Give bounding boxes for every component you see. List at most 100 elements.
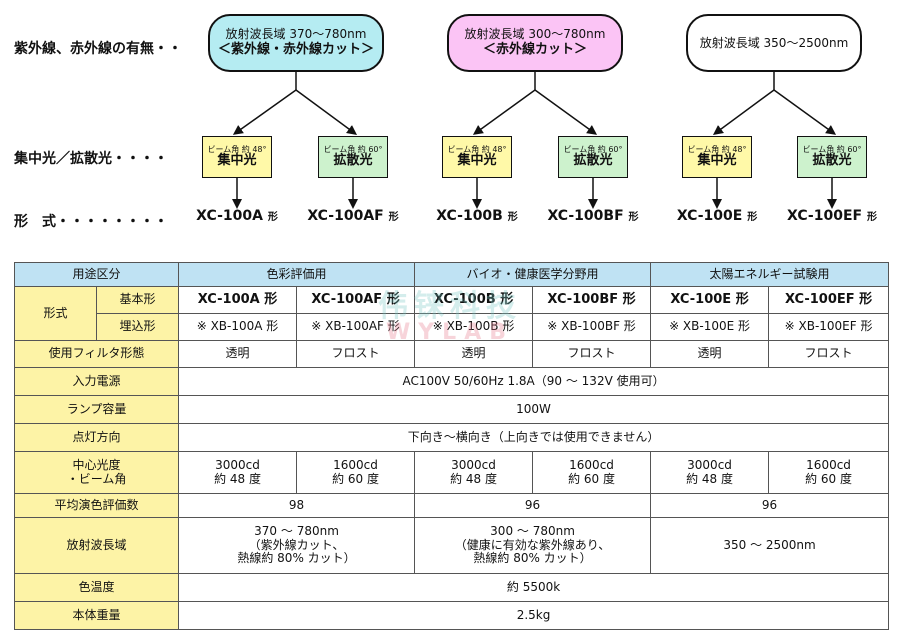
row-embed: 埋込形 ※ XB-100A 形 ※ XB-100AF 形 ※ XB-100B 形…	[15, 313, 890, 341]
power-value: AC100V 50/60Hz 1.8A（90 ～ 132V 使用可）	[178, 367, 890, 396]
row-basic: 形式 基本形 XC-100A 形 XC-100AF 形 XC-100B 形 XC…	[14, 286, 890, 341]
format-label: 形式	[14, 286, 97, 341]
connector-a-right	[295, 89, 358, 135]
embed-model: ※ XB-100B 形	[414, 313, 534, 341]
filter-value: フロスト	[296, 340, 416, 368]
model-label-xc-100af: XC-100AF 形	[307, 208, 399, 224]
beam-box-a-concentrate: ビーム角 約 48° 集中光	[202, 136, 272, 178]
model-label-xc-100ef: XC-100EF 形	[787, 208, 877, 224]
row-label-concentrate: 集中光／拡散光・・・・	[14, 151, 168, 167]
power-label: 入力電源	[13, 367, 180, 396]
beam-type: 集中光	[697, 153, 737, 169]
wavelength-value: 370 ～ 780nm（紫外線カット、熱線約 80% カット）	[178, 517, 416, 574]
cri-value: 96	[650, 493, 890, 518]
intensity-label: 中心光度 ・ビーム角	[13, 451, 180, 494]
weight-value: 2.5kg	[178, 601, 890, 630]
model-label-xc-100b: XC-100B 形	[436, 208, 518, 224]
filter-value: フロスト	[768, 340, 890, 368]
basic-model: XC-100BF 形	[532, 286, 652, 314]
beam-type: 拡散光	[812, 153, 852, 169]
filter-value: 透明	[178, 340, 298, 368]
connector-b-right	[534, 89, 598, 135]
direction-label: 点灯方向	[13, 423, 180, 452]
row-filter: 使用フィルタ形態 透明 フロスト 透明 フロスト 透明 フロスト	[13, 340, 890, 368]
beam-box-b-concentrate: ビーム角 約 48° 集中光	[442, 136, 512, 178]
group-pill-b: 放射波長域 300～780nm ＜赤外線カット＞	[447, 14, 623, 72]
filter-value: 透明	[414, 340, 534, 368]
basic-model: XC-100AF 形	[296, 286, 416, 314]
colortemp-label: 色温度	[13, 573, 180, 602]
row-usage: 用途区分 色彩評価用 バイオ・健康医学分野用 太陽エネルギー試験用	[13, 262, 890, 287]
spec-table: 用途区分 色彩評価用 バイオ・健康医学分野用 太陽エネルギー試験用 形式 基本形…	[13, 262, 890, 630]
embed-label: 埋込形	[95, 313, 180, 341]
group-range-e: 放射波長域 350～2500nm	[699, 35, 849, 50]
beam-angle: ビーム角 約 60°	[323, 144, 383, 154]
lamp-label: ランプ容量	[13, 395, 180, 424]
connector-lines	[232, 72, 837, 209]
beam-box-e-concentrate: ビーム角 約 48° 集中光	[682, 136, 752, 178]
filter-value: 透明	[650, 340, 770, 368]
cri-label: 平均演色評価数	[13, 493, 180, 518]
filter-label: 使用フィルタ形態	[13, 340, 180, 368]
direction-value: 下向き～横向き（上向きでは使用できません）	[178, 423, 890, 452]
beam-angle: ビーム角 約 60°	[563, 144, 623, 154]
connector-e-right	[773, 89, 837, 135]
wavelength-value: 350 ～ 2500nm	[650, 517, 890, 574]
wavelength-value: 300 ～ 780nm（健康に有効な紫外線あり、熱線約 80% カット）	[414, 517, 652, 574]
beam-box-e-diffuse: ビーム角 約 60° 拡散光	[797, 136, 867, 178]
beam-type: 集中光	[457, 153, 497, 169]
usage-color-eval: 色彩評価用	[178, 262, 416, 287]
row-power: 入力電源 AC100V 50/60Hz 1.8A（90 ～ 132V 使用可）	[13, 367, 890, 396]
model-label-xc-100a: XC-100A 形	[196, 208, 278, 224]
basic-model: XC-100B 形	[414, 286, 534, 314]
beam-type: 拡散光	[573, 153, 613, 169]
basic-model: XC-100E 形	[650, 286, 770, 314]
embed-model: ※ XB-100A 形	[178, 313, 298, 341]
embed-model: ※ XB-100E 形	[650, 313, 770, 341]
row-direction: 点灯方向 下向き～横向き（上向きでは使用できません）	[13, 423, 890, 452]
beam-box-b-diffuse: ビーム角 約 60° 拡散光	[558, 136, 628, 178]
weight-label: 本体重量	[13, 601, 180, 630]
embed-model: ※ XB-100BF 形	[532, 313, 652, 341]
group-cut-a: ＜紫外線・赤外線カット＞	[217, 42, 374, 58]
beam-box-a-diffuse: ビーム角 約 60° 拡散光	[318, 136, 388, 178]
row-colortemp: 色温度 約 5500k	[13, 573, 890, 602]
row-cri: 平均演色評価数 98 96 96	[13, 493, 890, 518]
row-label-uv-ir: 紫外線、赤外線の有無・・	[14, 41, 182, 57]
lamp-value: 100W	[178, 395, 890, 424]
group-range-b: 放射波長域 300～780nm	[464, 27, 606, 42]
basic-label: 基本形	[95, 286, 180, 314]
connector-e-left	[712, 89, 775, 135]
model-label-xc-100bf: XC-100BF 形	[547, 208, 639, 224]
basic-model: XC-100A 形	[178, 286, 298, 314]
embed-model: ※ XB-100EF 形	[768, 313, 890, 341]
beam-type: 拡散光	[333, 153, 373, 169]
basic-model: XC-100EF 形	[768, 286, 890, 314]
beam-angle: ビーム角 約 48°	[687, 144, 747, 154]
usage-solar: 太陽エネルギー試験用	[650, 262, 890, 287]
connector-a-left	[232, 89, 297, 135]
group-cut-b: ＜赤外線カット＞	[482, 42, 587, 58]
wavelength-label: 放射波長域	[13, 517, 180, 574]
row-weight: 本体重量 2.5kg	[13, 601, 890, 630]
embed-model: ※ XB-100AF 形	[296, 313, 416, 341]
beam-angle: ビーム角 約 48°	[447, 144, 507, 154]
usage-bio: バイオ・健康医学分野用	[414, 262, 652, 287]
row-label-model: 形 式・・・・・・・・	[14, 214, 168, 230]
model-label-xc-100e: XC-100E 形	[676, 208, 758, 224]
connector-b-left	[472, 89, 536, 135]
group-pill-a: 放射波長域 370～780nm ＜紫外線・赤外線カット＞	[208, 14, 384, 72]
group-pill-e: 放射波長域 350～2500nm	[686, 14, 862, 72]
colortemp-value: 約 5500k	[178, 573, 890, 602]
filter-value: フロスト	[532, 340, 652, 368]
row-wavelength: 放射波長域 370 ～ 780nm（紫外線カット、熱線約 80% カット） 30…	[13, 517, 890, 574]
cri-value: 96	[414, 493, 652, 518]
beam-type: 集中光	[217, 153, 257, 169]
beam-angle: ビーム角 約 48°	[207, 144, 267, 154]
